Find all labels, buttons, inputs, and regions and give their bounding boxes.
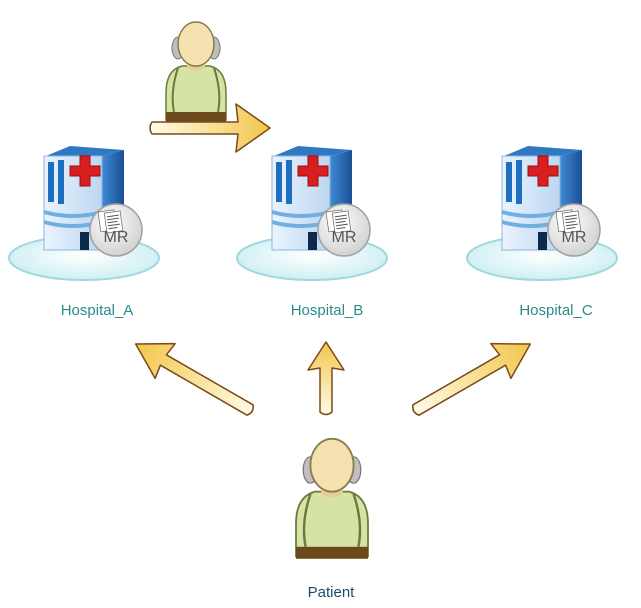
hospital-b-icon <box>236 145 388 281</box>
patient-label: Patient <box>307 584 355 601</box>
arrow-transfer <box>149 103 271 153</box>
arrow-to-hospital-a <box>134 342 254 416</box>
arrow-to-hospital-b <box>307 341 345 416</box>
hospital-b-label: Hospital_B <box>290 302 364 319</box>
hospital-c-label: Hospital_C <box>519 302 593 319</box>
mr-badge-c: MR <box>562 229 587 246</box>
mr-badge-a: MR <box>104 229 129 246</box>
arrow-to-hospital-c <box>412 342 532 416</box>
mr-badge-b: MR <box>332 229 357 246</box>
hospital-a-icon <box>8 145 160 281</box>
hospital-c-icon <box>466 145 618 281</box>
patient-icon <box>294 437 370 560</box>
top-person-icon <box>165 21 227 123</box>
hospital-a-label: Hospital_A <box>60 302 134 319</box>
